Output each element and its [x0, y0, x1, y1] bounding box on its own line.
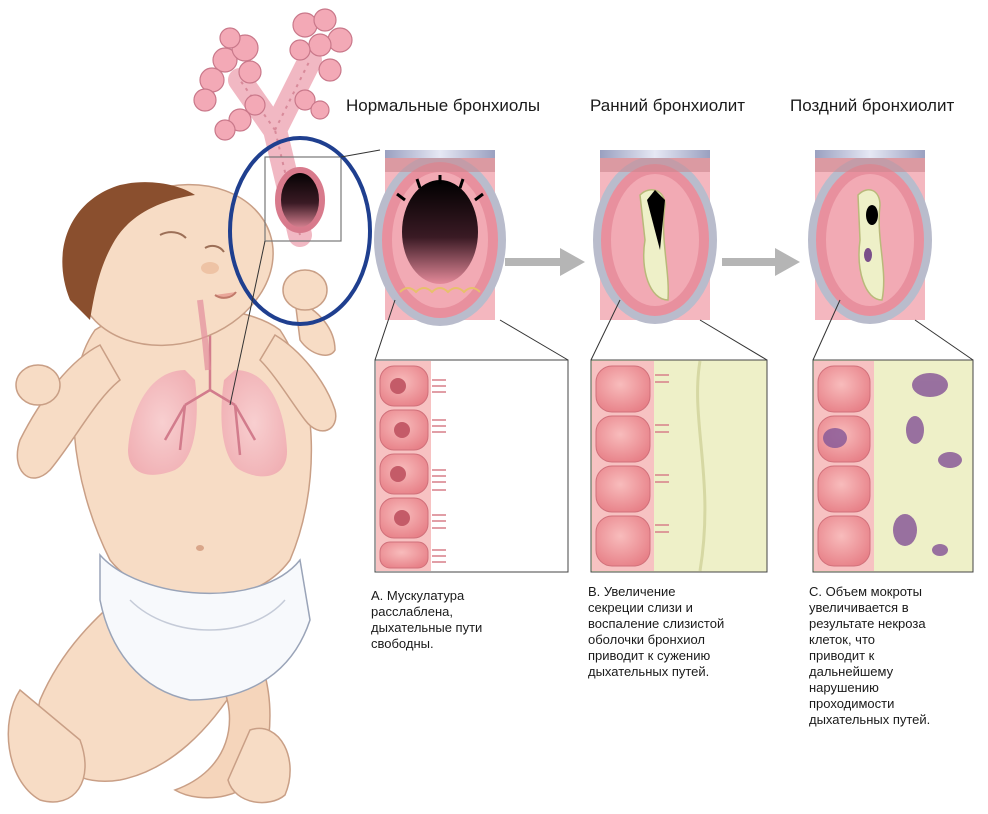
heading-early-bronchiolitis: Ранний бронхиолит	[590, 96, 745, 116]
heading-late-bronchiolitis: Поздний бронхиолит	[790, 96, 954, 116]
caption-b: В. Увеличение секреции слизи и воспалени…	[588, 584, 724, 680]
panel-late-bronchiolitis	[812, 150, 973, 572]
panel-early-bronchiolitis	[591, 150, 767, 572]
panel-normal-bronchiole	[375, 150, 568, 572]
arrow-icon	[722, 248, 800, 276]
caption-a: А. Мускулатура расслаблена, дыхательные …	[371, 588, 482, 652]
caption-c: С. Объем мокроты увеличивается в результ…	[809, 584, 930, 728]
arrow-icon	[505, 248, 585, 276]
infant-illustration	[8, 160, 335, 803]
heading-normal-bronchioles: Нормальные бронхиолы	[346, 96, 540, 116]
